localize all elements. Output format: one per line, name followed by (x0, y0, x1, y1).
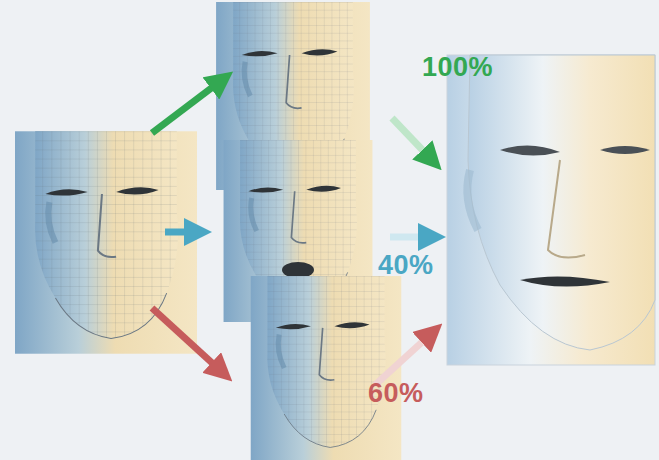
arrow (152, 308, 222, 372)
arrow (375, 333, 432, 385)
arrow (165, 229, 198, 236)
target-face-lips (251, 276, 402, 460)
percentage-label: 100% (422, 52, 493, 83)
percentage-label: 40% (378, 250, 434, 281)
arrow (390, 234, 432, 241)
open-mouth (282, 262, 314, 278)
percentage-label: 60% (368, 378, 424, 409)
blended-face (447, 55, 655, 365)
arrow (392, 118, 432, 160)
arrow (152, 80, 222, 133)
